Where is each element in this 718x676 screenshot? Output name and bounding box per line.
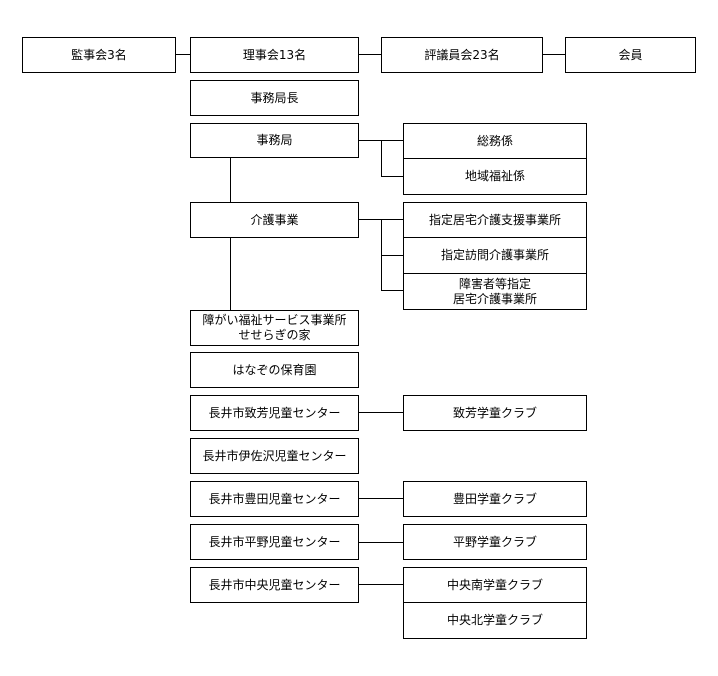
- secretariat-box: 事務局: [190, 123, 359, 158]
- disability-service-box: 障がい福祉サービス事業所 せせらぎの家: [190, 310, 359, 346]
- secretary-general-label: 事務局長: [250, 90, 299, 105]
- members-box: 会員: [565, 37, 696, 73]
- secretariat-section-label-2: 地域福祉係: [464, 169, 525, 183]
- care-office-label-2: 指定訪問介護事業所: [440, 248, 549, 262]
- secretariat-section-box-1: 総務係: [403, 123, 587, 159]
- center-box-1: 長井市致芳児童センター: [190, 395, 359, 431]
- council-label: 評議員会23名: [424, 47, 500, 62]
- club-box-5: 中央北学童クラブ: [403, 602, 587, 639]
- center-label-4: 長井市平野児童センター: [208, 534, 341, 549]
- auditors-label: 監事会3名: [71, 47, 127, 62]
- club-box-3: 平野学童クラブ: [403, 524, 587, 560]
- club-box-2: 豊田学童クラブ: [403, 481, 587, 517]
- care-office-box-3: 障害者等指定 居宅介護事業所: [403, 273, 587, 310]
- club-label-3: 平野学童クラブ: [452, 534, 537, 549]
- club-label-4: 中央南学童クラブ: [446, 577, 543, 592]
- club-box-4: 中央南学童クラブ: [403, 567, 587, 603]
- auditors-box: 監事会3名: [22, 37, 176, 73]
- secretariat-section-label-1: 総務係: [476, 133, 513, 148]
- disability-service-line-2: せせらぎの家: [238, 328, 311, 342]
- care-office-label-1: 指定居宅介護支援事業所: [428, 212, 561, 227]
- center-label-5: 長井市中央児童センター: [208, 577, 341, 592]
- center-box-5: 長井市中央児童センター: [190, 567, 359, 603]
- care-office-box-1: 指定居宅介護支援事業所: [403, 202, 587, 238]
- care-office-box-2: 指定訪問介護事業所: [403, 237, 587, 274]
- disability-service-line-1: 障がい福祉サービス事業所: [202, 313, 347, 327]
- secretariat-label: 事務局: [256, 133, 293, 147]
- club-label-1: 致芳学童クラブ: [452, 405, 537, 420]
- center-label-1: 長井市致芳児童センター: [208, 405, 341, 420]
- board-box: 理事会13名: [190, 37, 359, 73]
- center-box-4: 長井市平野児童センター: [190, 524, 359, 560]
- club-label-5: 中央北学童クラブ: [446, 613, 543, 627]
- care-office-label-3-line-2: 居宅介護事業所: [452, 291, 537, 306]
- care-business-box: 介護事業: [190, 202, 359, 238]
- club-label-2: 豊田学童クラブ: [452, 491, 537, 506]
- board-label: 理事会13名: [242, 47, 307, 62]
- secretary-general-box: 事務局長: [190, 80, 359, 116]
- center-label-2: 長井市伊佐沢児童センター: [202, 448, 347, 463]
- nursery-box: はなぞの保育園: [190, 352, 359, 388]
- council-box: 評議員会23名: [381, 37, 543, 73]
- club-box-1: 致芳学童クラブ: [403, 395, 587, 431]
- care-office-label-3-line-1: 障害者等指定: [458, 276, 531, 291]
- center-box-2: 長井市伊佐沢児童センター: [190, 438, 359, 474]
- secretariat-section-box-2: 地域福祉係: [403, 158, 587, 195]
- care-business-label: 介護事業: [250, 212, 299, 227]
- members-label: 会員: [618, 47, 643, 62]
- center-label-3: 長井市豊田児童センター: [208, 491, 341, 506]
- center-box-3: 長井市豊田児童センター: [190, 481, 359, 517]
- nursery-label: はなぞの保育園: [232, 362, 317, 377]
